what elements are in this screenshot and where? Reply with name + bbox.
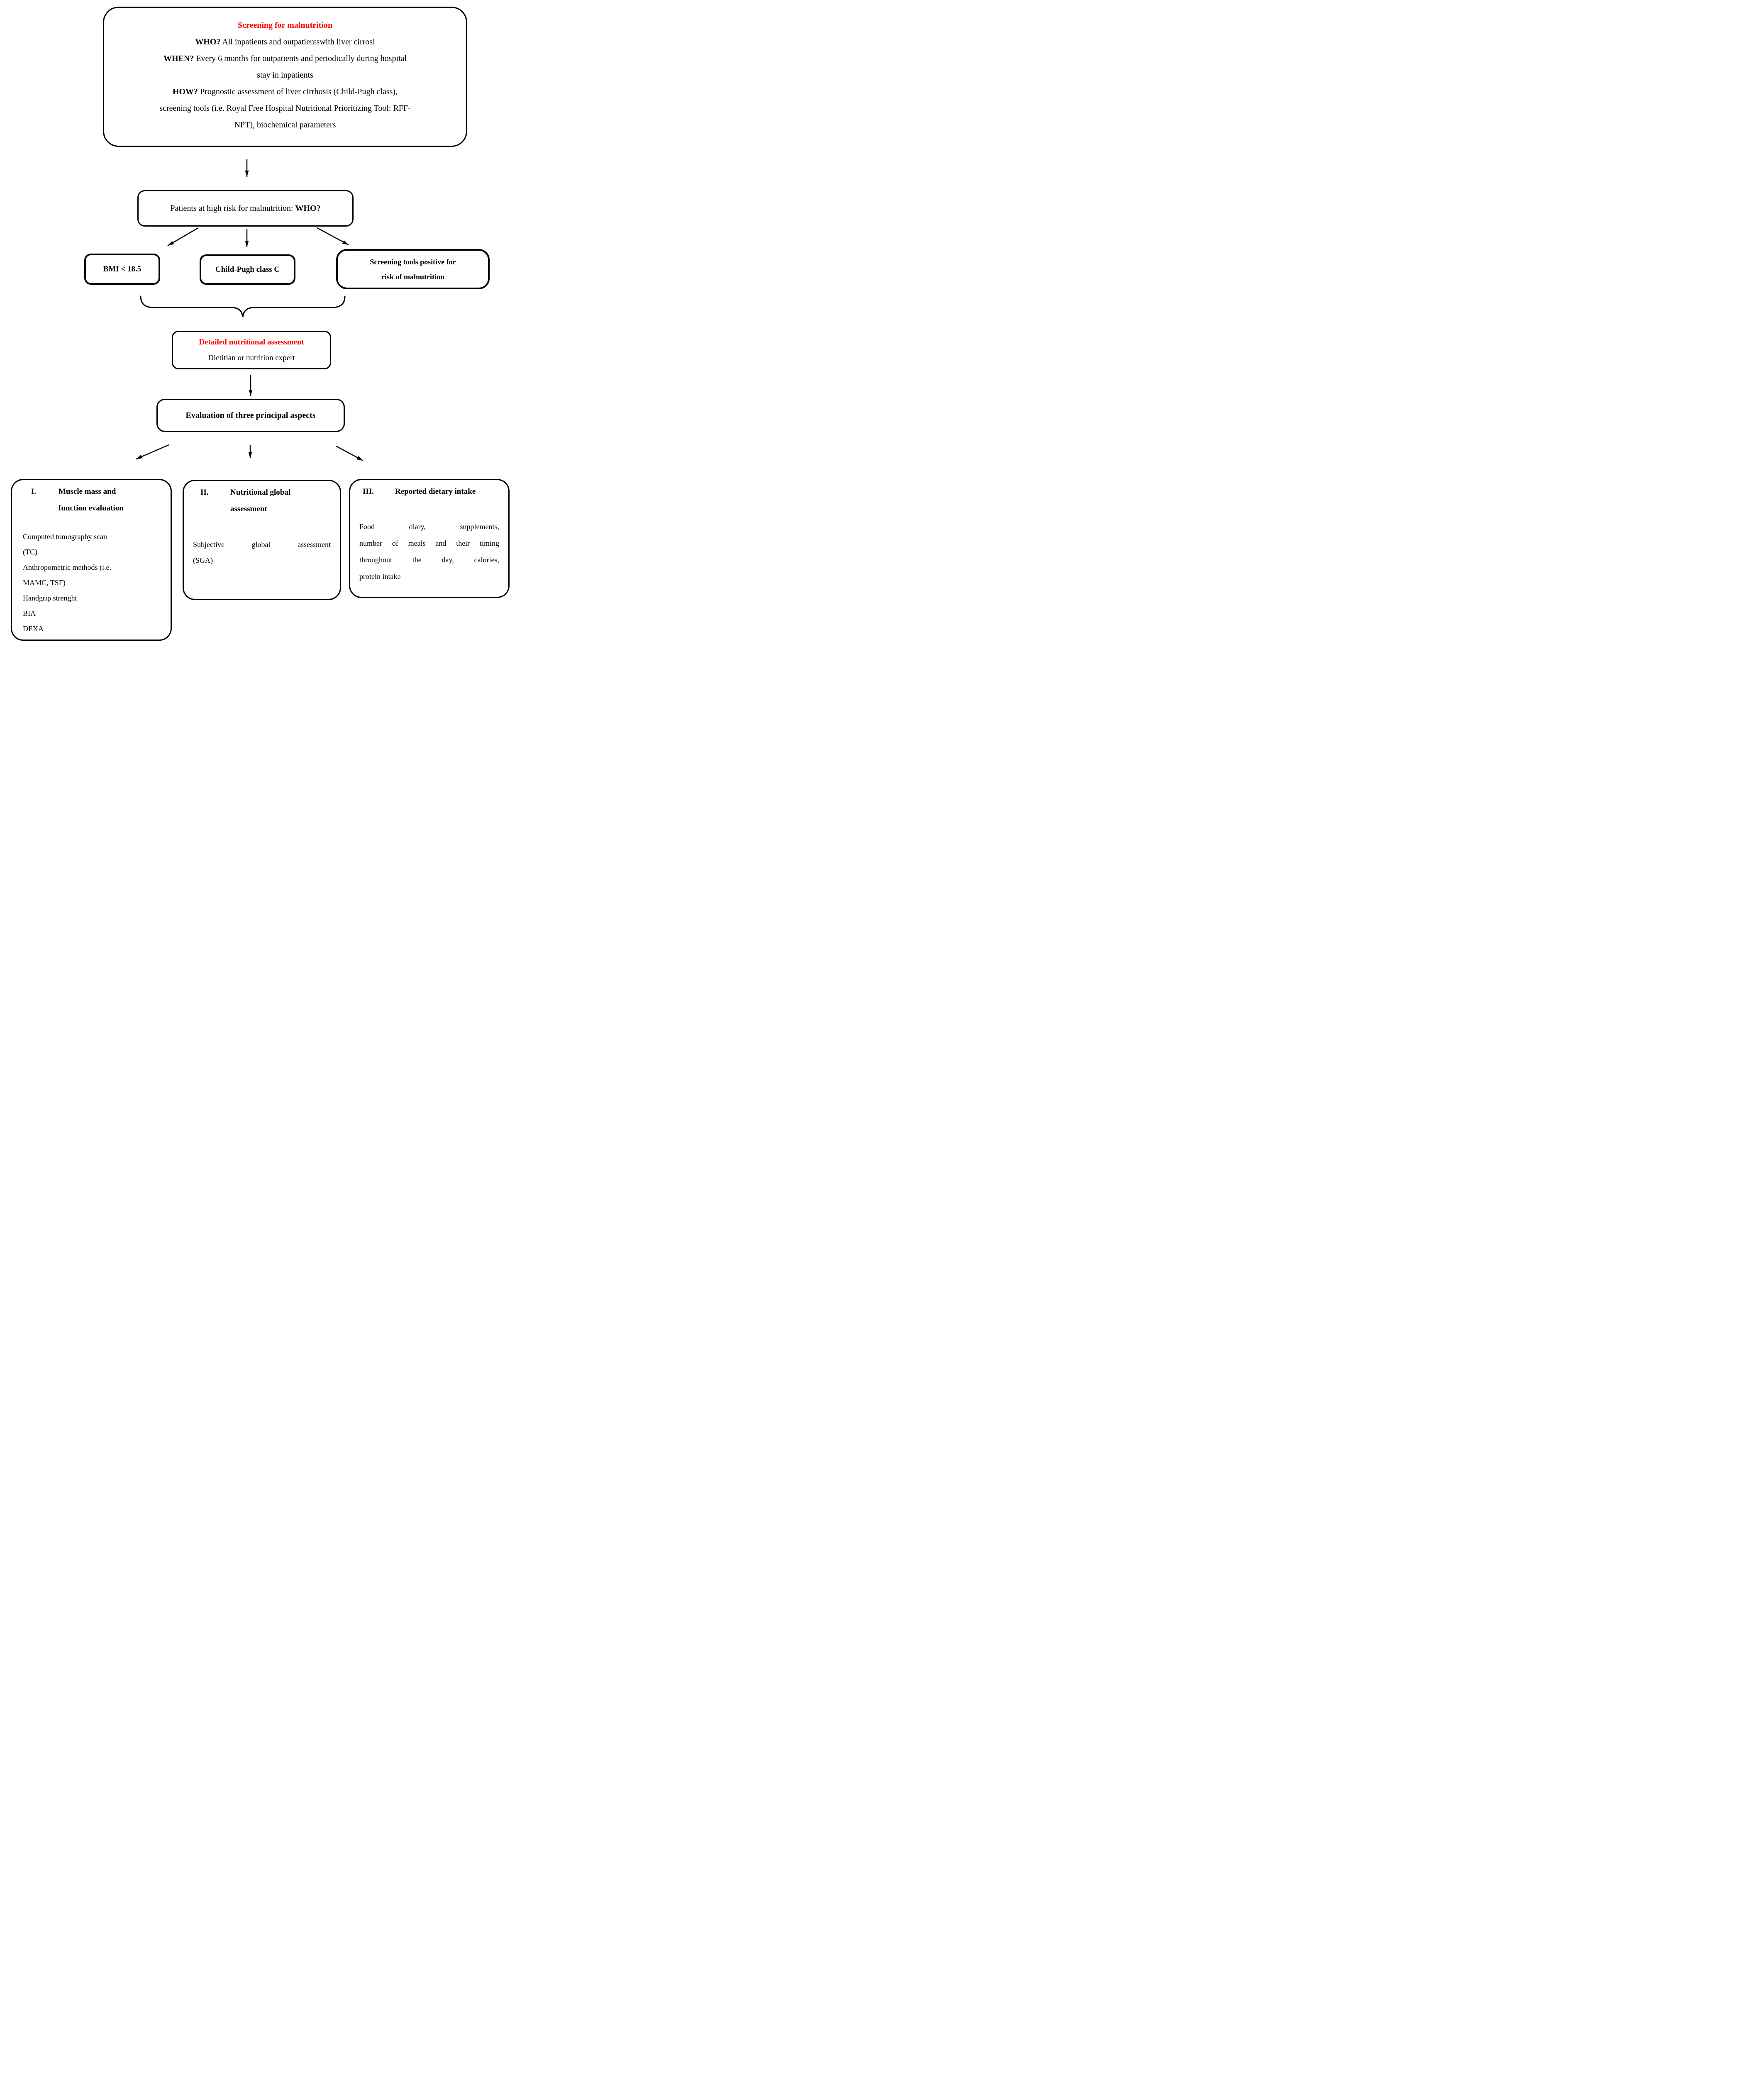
body-line: Computed tomography scan: [23, 532, 107, 541]
body-line: DEXA: [23, 625, 44, 633]
aspect-muscle-body: Computed tomography scan (TC) Anthropome…: [12, 529, 171, 637]
evaluation-node: Evaluation of three principal aspects: [156, 399, 345, 432]
body-line: Food diary, supplements,: [359, 522, 499, 531]
screening-line-when-cont: stay in inpatients: [257, 71, 313, 80]
detailed-assessment-node: Detailed nutritional assessment Dietitia…: [172, 331, 331, 369]
aspect-dietary-node: III. Reported dietary intake Food diary,…: [349, 479, 510, 598]
screening-line-who: WHO? All inpatients and outpatientswith …: [195, 37, 375, 46]
screening-tools-line2: risk of malnutrition: [381, 272, 444, 281]
aspect-dietary-body: Food diary, supplements, number of meals…: [350, 518, 508, 585]
child-pugh-node: Child-Pugh class C: [200, 254, 295, 285]
aspect-muscle-node: I. Muscle mass and function evaluation C…: [11, 479, 172, 641]
detailed-assessment-title: Detailed nutritional assessment: [199, 337, 304, 347]
body-line: Subjective global assessment: [193, 540, 331, 549]
arrow-highrisk-to-bmi-icon: [167, 227, 199, 247]
aspect-global-numeral: II.: [200, 488, 209, 497]
evaluation-label: Evaluation of three principal aspects: [185, 410, 316, 420]
aspect-global-node: II. Nutritional global assessment Subjec…: [183, 480, 341, 600]
body-line: Anthropometric methods (i.e.: [23, 563, 111, 571]
detailed-assessment-subtitle: Dietitian or nutrition expert: [208, 353, 295, 362]
aspect-global-heading: II. Nutritional global assessment: [184, 484, 340, 518]
body-line: (SGA): [193, 556, 213, 564]
aspect-dietary-heading-line1: Reported dietary intake: [395, 487, 476, 496]
aspect-dietary-heading: III. Reported dietary intake: [350, 483, 508, 500]
aspect-muscle-heading-line1: Muscle mass and: [59, 487, 116, 496]
screening-line-how: HOW? Prognostic assessment of liver cirr…: [172, 87, 398, 96]
bmi-node: BMI < 18.5: [84, 254, 160, 285]
aspect-muscle-numeral: I.: [31, 487, 37, 496]
aspect-muscle-heading-line2: function evaluation: [59, 504, 124, 513]
body-line: BIA: [23, 609, 36, 618]
aspect-global-heading-line2: assessment: [230, 505, 267, 513]
screening-node: Screening for malnutrition WHO? All inpa…: [103, 7, 467, 147]
arrow-highrisk-to-screeningtools-icon: [317, 227, 349, 246]
body-line: number of meals and their timing: [359, 539, 499, 547]
body-line: Handgrip strenght: [23, 594, 77, 602]
screening-title: Screening for malnutrition: [237, 21, 333, 30]
bmi-label: BMI < 18.5: [103, 264, 142, 273]
curly-brace-icon: [140, 295, 346, 317]
flowchart-figure: Screening for malnutrition WHO? All inpa…: [0, 0, 515, 645]
body-line: MAMC, TSF): [23, 579, 66, 587]
body-line: (TC): [23, 548, 37, 556]
screening-tools-line1: Screening tools positive for: [370, 257, 456, 266]
screening-line-how-cont1: screening tools (i.e. Royal Free Hospita…: [159, 104, 411, 113]
high-risk-node: Patients at high risk for malnutrition: …: [137, 190, 354, 227]
screening-tools-node: Screening tools positive for risk of mal…: [336, 249, 490, 289]
child-pugh-label: Child-Pugh class C: [215, 265, 280, 274]
aspect-global-body: Subjective global assessment (SGA): [184, 537, 340, 568]
arrow-evaluation-to-aspect3-icon: [336, 445, 364, 461]
screening-line-when: WHEN? Every 6 months for outpatients and…: [163, 54, 407, 63]
aspect-muscle-heading: I. Muscle mass and function evaluation: [12, 483, 171, 517]
body-line: protein intake: [359, 572, 401, 581]
screening-line-how-cont2: NPT), biochemical parameters: [234, 120, 336, 129]
high-risk-label: Patients at high risk for malnutrition: …: [170, 203, 321, 213]
body-line: throughout the day, calories,: [359, 556, 499, 564]
aspect-global-heading-line1: Nutritional global: [230, 488, 291, 497]
aspect-dietary-numeral: III.: [363, 487, 374, 496]
arrow-evaluation-to-aspect1-icon: [136, 444, 169, 460]
